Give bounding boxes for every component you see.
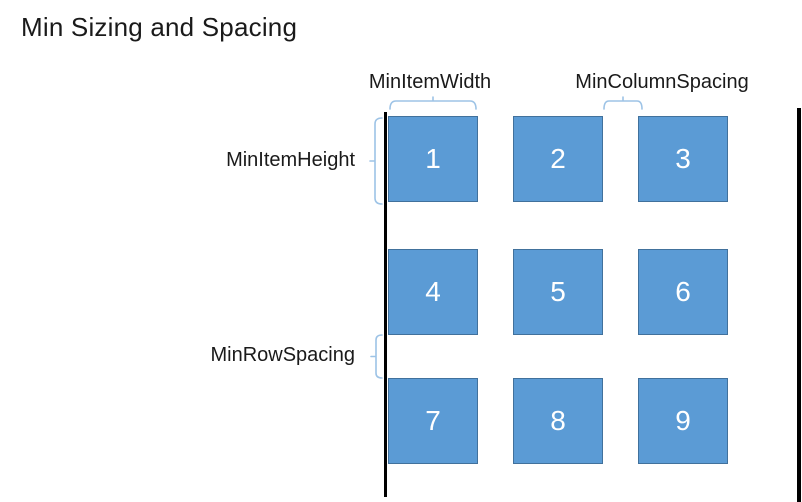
grid-item: 9 bbox=[638, 378, 728, 464]
label-min-item-width: MinItemWidth bbox=[368, 71, 492, 93]
label-min-row-spacing: MinRowSpacing bbox=[210, 344, 355, 366]
grid-item: 2 bbox=[513, 116, 603, 202]
grid-item: 6 bbox=[638, 249, 728, 335]
min-item-width-brace-icon bbox=[389, 96, 477, 110]
min-column-spacing-brace-icon bbox=[603, 96, 643, 110]
grid-item: 5 bbox=[513, 249, 603, 335]
min-item-height-brace-icon bbox=[369, 117, 383, 205]
label-min-column-spacing: MinColumnSpacing bbox=[575, 71, 749, 93]
left-boundary-line bbox=[384, 112, 387, 497]
grid-item: 1 bbox=[388, 116, 478, 202]
grid-item: 7 bbox=[388, 378, 478, 464]
grid-item: 4 bbox=[388, 249, 478, 335]
grid-item: 8 bbox=[513, 378, 603, 464]
right-boundary-line bbox=[797, 108, 801, 502]
min-row-spacing-brace-icon bbox=[370, 334, 383, 379]
page-title: Min Sizing and Spacing bbox=[21, 12, 298, 42]
label-min-item-height: MinItemHeight bbox=[226, 149, 355, 171]
grid-item: 3 bbox=[638, 116, 728, 202]
